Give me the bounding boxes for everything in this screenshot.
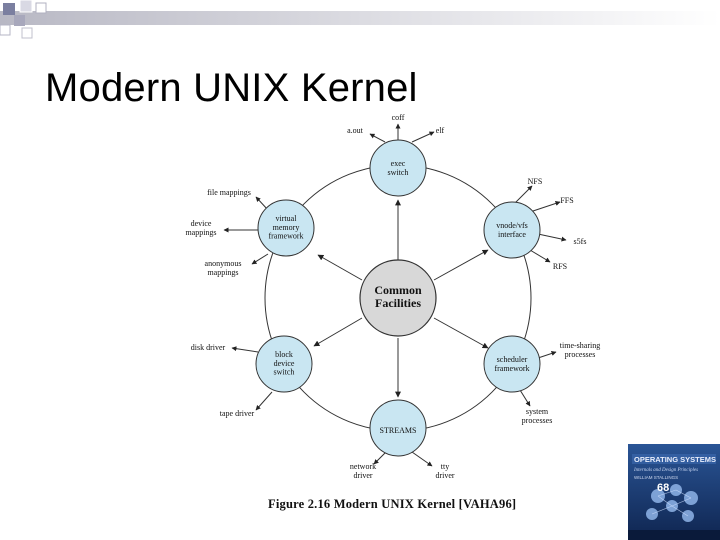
arrow-elf (411, 131, 435, 143)
slide-title: Modern UNIX Kernel (45, 66, 418, 110)
arrow-aout (369, 133, 386, 143)
streams-label: STREAMS (380, 426, 417, 435)
spoke-sched (433, 317, 489, 349)
node-exec-switch (369, 139, 427, 197)
label-s5fs: s5fs (574, 237, 587, 246)
node-streams (369, 399, 427, 457)
svg-text:OPERATING SYSTEMS: OPERATING SYSTEMS (634, 455, 716, 464)
arrow-time-sharing (537, 351, 557, 359)
node-scheduler (483, 335, 541, 393)
label-elf: elf (436, 126, 445, 135)
label-disk-driver: disk driver (191, 343, 226, 352)
arrow-s5fs (537, 233, 567, 242)
node-vm-framework (257, 199, 315, 257)
svg-text:WILLIAM STALLINGS: WILLIAM STALLINGS (634, 475, 678, 480)
decorative-corner-squares (0, 0, 720, 39)
spoke-vm (317, 254, 363, 281)
label-aout: a.out (347, 126, 364, 135)
label-rfs: RFS (553, 262, 567, 271)
label-coff: coff (392, 113, 405, 122)
node-vnode-vfs (483, 201, 541, 259)
arrow-tape-driver (255, 391, 273, 411)
arrow-ffs (529, 201, 561, 213)
label-ffs: FFS (560, 196, 573, 205)
spoke-vfs (433, 249, 489, 281)
spoke-block (313, 317, 363, 347)
label-file-mappings: file mappings (207, 188, 251, 197)
arrow-rfs (529, 249, 551, 263)
arrow-anon-mappings (251, 253, 269, 265)
figure-caption: Figure 2.16 Modern UNIX Kernel [VAHA96] (268, 497, 517, 511)
arrow-system-processes (519, 389, 531, 407)
svg-text:Internals and Design Principle: Internals and Design Principles (633, 468, 698, 473)
page-number: 68 (657, 482, 670, 494)
center-node (359, 259, 437, 337)
arrow-network-driver (373, 451, 387, 465)
label-tape-driver: tape driver (220, 409, 255, 418)
book-cover-image: OPERATING SYSTEMS Internals and Design P… (628, 444, 720, 540)
arrow-tty-driver (411, 451, 433, 467)
node-block-device (255, 335, 313, 393)
label-nfs: NFS (528, 177, 543, 186)
arrow-disk-driver (231, 346, 259, 353)
